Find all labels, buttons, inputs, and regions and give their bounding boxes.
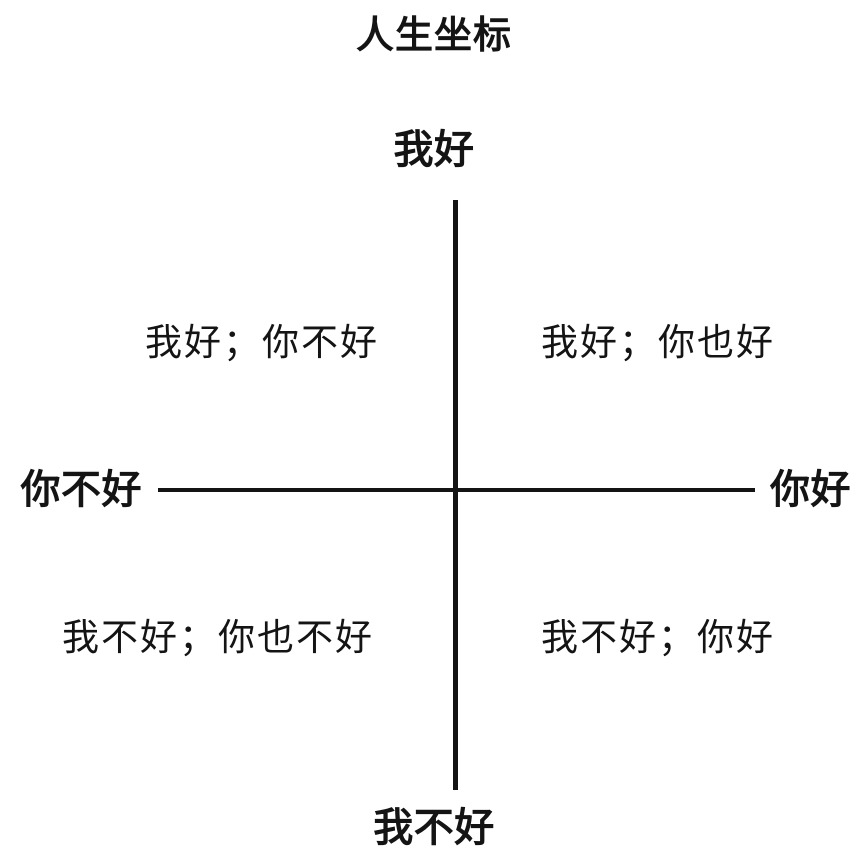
quadrant-label-top-left: 我好；你不好	[145, 323, 379, 364]
quadrant-label-bottom-left: 我不好；你也不好	[62, 618, 374, 659]
axis-label-top: 我好	[393, 128, 475, 172]
quadrant-label-bottom-right: 我不好；你好	[541, 618, 775, 659]
quadrant-label-top-right: 我好；你也好	[541, 323, 775, 364]
vertical-axis-line	[453, 200, 458, 790]
horizontal-axis-line	[158, 488, 755, 492]
axis-label-right: 你好	[770, 468, 851, 512]
axis-label-bottom: 我不好	[373, 806, 495, 850]
page-title: 人生坐标	[355, 15, 512, 57]
axis-label-left: 你不好	[20, 468, 142, 512]
